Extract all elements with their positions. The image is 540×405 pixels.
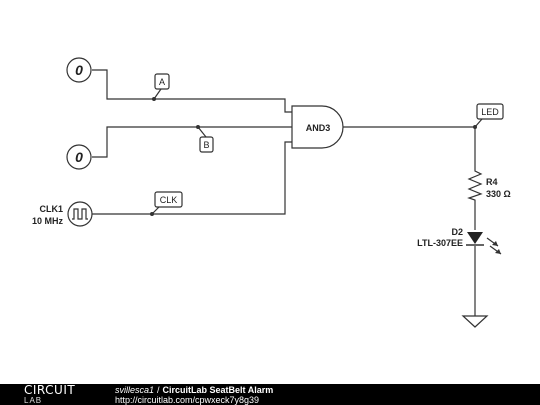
source-b-value: 0 [75, 149, 83, 165]
ground-symbol[interactable] [461, 315, 489, 328]
net-tag-b-stem [197, 126, 207, 138]
logo-bottom-text: LAB [24, 396, 43, 405]
resistor-r4-zigzag [467, 168, 483, 202]
resistor-r4-value: 330 Ω [486, 189, 511, 199]
clock-name: CLK1 [39, 204, 63, 214]
clock-source[interactable]: CLK1 10 MHz [32, 201, 93, 227]
resistor-r4[interactable]: R4 330 Ω [467, 168, 511, 202]
led-d2-triangle [467, 232, 483, 244]
source-a-value: 0 [75, 62, 83, 78]
net-tag-led-box [476, 103, 504, 120]
title-separator: / [157, 385, 160, 395]
net-tag-a-node [152, 97, 156, 101]
footer-bar: CIRCUIT LAB svillesca1/CircuitLab SeatBe… [0, 384, 540, 405]
led-d2-name: D2 [451, 227, 463, 237]
net-tag-b-label: B [203, 140, 209, 150]
clock-circle [67, 201, 93, 227]
ground-triangle-icon [461, 315, 489, 328]
wire-clk [92, 141, 292, 215]
author-name[interactable]: svillesca1 [115, 385, 155, 395]
footer-title-line: svillesca1/CircuitLab SeatBelt Alarm [115, 385, 273, 395]
net-tag-clk-label: CLK [160, 195, 178, 205]
net-tag-clk[interactable]: CLK [150, 191, 183, 216]
net-tag-clk-box [154, 191, 183, 208]
net-tag-b-box [199, 136, 214, 153]
wire-b [92, 126, 292, 158]
resistor-r4-name: R4 [486, 177, 498, 187]
and3-gate-body [291, 105, 344, 149]
wires [92, 69, 476, 316]
footer-url[interactable]: http://circuitlab.com/cpwxeck7y8g39 [115, 395, 260, 405]
wire-output [343, 126, 476, 168]
net-tag-clk-node [150, 212, 154, 216]
led-emission-arrows-icon [486, 237, 502, 255]
net-tag-led-label: LED [481, 107, 499, 117]
net-tag-led-node [473, 125, 477, 129]
source-a-circle [66, 57, 92, 83]
net-tag-a-box [154, 73, 170, 90]
net-tag-a-stem [153, 88, 162, 100]
logo-top-text: CIRCUIT [24, 383, 76, 397]
net-tag-b[interactable]: B [196, 125, 214, 153]
clock-waveform-icon [72, 208, 88, 220]
source-b[interactable]: 0 [66, 144, 92, 170]
led-d2[interactable]: D2 LTL-307EE [417, 227, 502, 255]
wire-a [92, 69, 292, 113]
net-tag-b-node [196, 125, 200, 129]
source-a[interactable]: 0 [66, 57, 92, 83]
led-d2-part: LTL-307EE [417, 238, 463, 248]
clock-frequency: 10 MHz [32, 216, 64, 226]
and3-gate-label: AND3 [306, 123, 331, 133]
circuit-title[interactable]: CircuitLab SeatBelt Alarm [162, 385, 274, 395]
and3-gate[interactable]: AND3 [291, 105, 344, 149]
circuitlab-logo[interactable]: CIRCUIT LAB [24, 384, 94, 405]
circuit-schematic: 0 0 CLK1 10 MHz AND3 A B CLK [32, 57, 511, 328]
net-tag-a[interactable]: A [152, 73, 170, 101]
source-b-circle [66, 144, 92, 170]
net-tag-led[interactable]: LED [473, 103, 504, 129]
net-tag-a-label: A [159, 77, 165, 87]
